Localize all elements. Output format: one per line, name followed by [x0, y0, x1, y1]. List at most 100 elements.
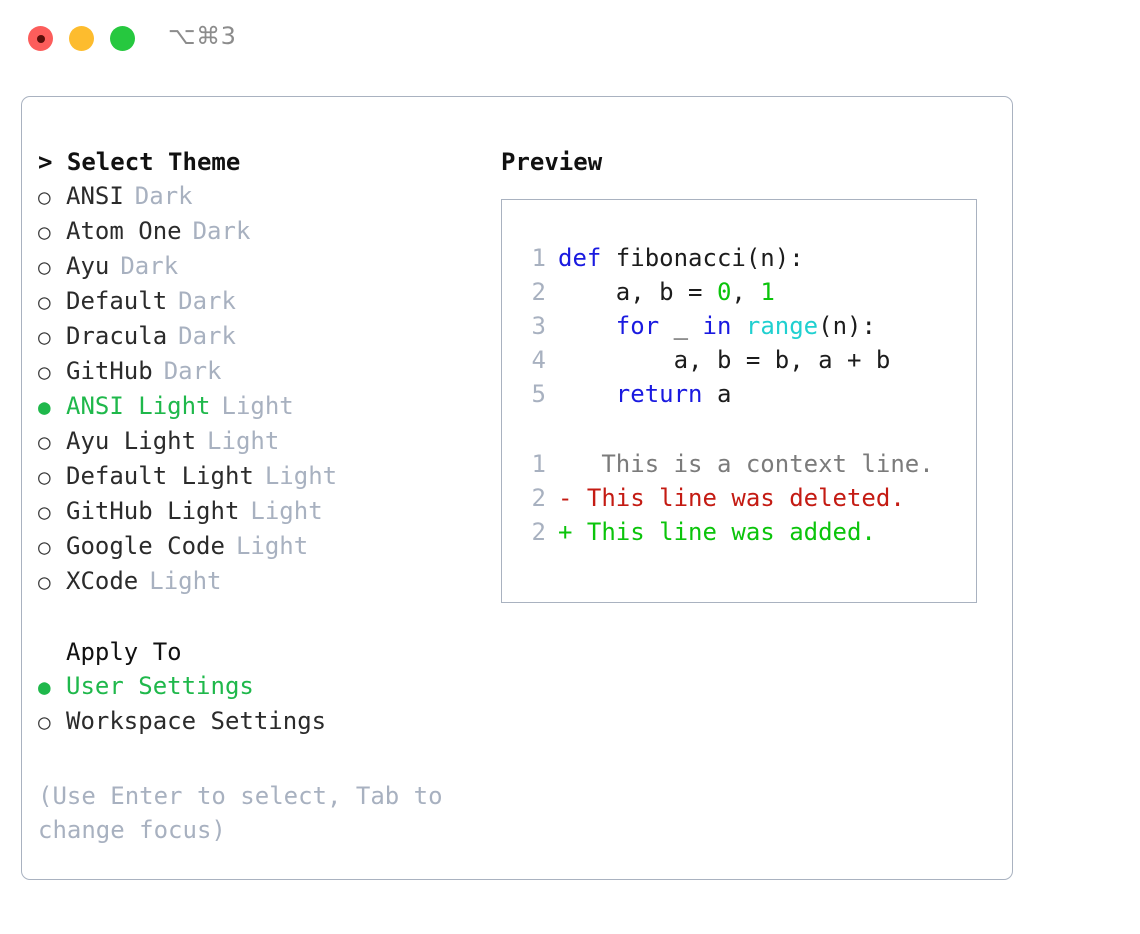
theme-option-variant-tag: Light	[264, 462, 338, 490]
theme-option-label: Atom One	[66, 217, 182, 245]
radio-unselected-icon: ○	[38, 325, 51, 349]
code-line-text: a, b = b, a + b	[558, 343, 891, 377]
code-token-plain: a, b =	[558, 278, 717, 306]
radio-selected-icon: ●	[38, 675, 51, 699]
code-token-plain: a, b = b, a + b	[558, 346, 891, 374]
theme-option-label: GitHub Light	[66, 497, 240, 525]
code-line-text: def fibonacci(n):	[558, 241, 804, 275]
code-token-kw: in	[702, 312, 732, 340]
keyboard-hint: (Use Enter to select, Tab to change focu…	[38, 782, 443, 844]
theme-option-label: Default	[66, 287, 168, 315]
maximize-button[interactable]	[110, 26, 135, 51]
radio-unselected-icon: ○	[38, 710, 51, 734]
close-button[interactable]	[28, 26, 53, 51]
theme-option-variant-tag: Light	[250, 497, 323, 525]
theme-option-variant-tag: Light	[207, 427, 280, 455]
theme-option-label: Google Code	[66, 532, 225, 560]
theme-option-dracula[interactable]: ○ Dracula Dark	[38, 319, 488, 354]
apply-to-option-user-settings[interactable]: ● User Settings	[38, 669, 488, 704]
code-diff-spacer	[518, 411, 970, 447]
title-bar: ⌥⌘3	[0, 0, 1140, 78]
radio-unselected-icon: ○	[38, 465, 51, 489]
code-line-number: 5	[531, 380, 546, 408]
diff-line-number: 2	[531, 484, 546, 512]
apply-to-option-list[interactable]: ● User Settings ○ Workspace Settings	[38, 669, 488, 739]
theme-option-label: GitHub	[66, 357, 153, 385]
theme-option-default[interactable]: ○ Default Dark	[38, 284, 488, 319]
code-token-kw: for	[615, 312, 660, 340]
code-line-number: 2	[531, 278, 546, 306]
theme-option-variant-tag: Dark	[120, 252, 179, 280]
theme-option-label: Ayu	[66, 252, 110, 280]
theme-option-label: Ayu Light	[66, 427, 197, 455]
apply-to-option-label: Workspace Settings	[66, 707, 327, 735]
diff-line-text: This is a context line.	[558, 450, 934, 478]
code-line-text: for _ in range(n):	[558, 309, 876, 343]
code-token-plain	[558, 380, 616, 408]
code-token-plain	[731, 312, 745, 340]
theme-option-variant-tag: Dark	[134, 182, 193, 210]
theme-option-variant-tag: Light	[221, 392, 294, 420]
theme-option-ayu[interactable]: ○ Ayu Dark	[38, 249, 488, 284]
code-line: 4 a, b = b, a + b	[518, 343, 970, 377]
code-token-plain: ,	[731, 278, 761, 306]
code-token-plain	[558, 312, 616, 340]
code-line: 5 return a	[518, 377, 970, 411]
code-token-num: 0	[716, 278, 732, 306]
apply-to-heading: Apply To	[66, 638, 182, 666]
theme-option-label: Default Light	[66, 462, 254, 490]
code-line-text: a, b = 0, 1	[558, 275, 775, 309]
code-line-number: 3	[531, 312, 546, 340]
code-token-kw: return	[615, 380, 703, 408]
radio-unselected-icon: ○	[38, 185, 51, 209]
diff-line-number: 1	[531, 450, 546, 478]
theme-option-ansi[interactable]: ○ ANSI Dark	[38, 179, 488, 214]
diff-line-context: 1 This is a context line.	[518, 447, 970, 481]
theme-option-label: XCode	[66, 567, 139, 595]
theme-option-label: Dracula	[66, 322, 168, 350]
theme-option-label: ANSI	[66, 182, 124, 210]
diff-line-number: 2	[531, 518, 546, 546]
theme-option-variant-tag: Dark	[178, 287, 236, 315]
shortcut-label: ⌥⌘3	[168, 22, 237, 50]
code-line-number: 4	[531, 346, 546, 374]
code-token-kw: def	[558, 244, 602, 272]
select-theme-title: Select Theme	[66, 148, 241, 176]
code-token-num: 1	[760, 278, 775, 306]
diff-line-del: 2 - This line was deleted.	[518, 481, 970, 515]
select-theme-heading: > Select Theme	[38, 145, 488, 179]
preview-heading: Preview	[501, 148, 603, 176]
apply-to-option-label: User Settings	[66, 672, 254, 700]
apply-to-option-workspace-settings[interactable]: ○ Workspace Settings	[38, 704, 488, 739]
code-line: 2 a, b = 0, 1	[518, 275, 970, 309]
radio-unselected-icon: ○	[38, 255, 51, 279]
theme-option-variant-tag: Dark	[178, 322, 236, 350]
diff-line-text: + This line was added.	[558, 518, 876, 546]
radio-unselected-icon: ○	[38, 500, 51, 524]
minimize-button[interactable]	[69, 26, 94, 51]
code-token-plain: a	[702, 380, 732, 408]
theme-option-variant-tag: Dark	[163, 357, 222, 385]
diff-line-text: - This line was deleted.	[558, 484, 905, 512]
theme-option-default-light[interactable]: ○ Default Light Light	[38, 459, 488, 494]
apply-to-section: Apply To ● User Settings ○ Workspace Settin…	[38, 635, 488, 739]
code-line-text: return a	[558, 377, 732, 411]
radio-unselected-icon: ○	[38, 360, 51, 384]
theme-option-variant-tag: Dark	[192, 217, 251, 245]
theme-option-github[interactable]: ○ GitHub Dark	[38, 354, 488, 389]
radio-unselected-icon: ○	[38, 290, 51, 314]
theme-option-github-light[interactable]: ○ GitHub Light Light	[38, 494, 488, 529]
code-line: 3 for _ in range(n):	[518, 309, 970, 343]
